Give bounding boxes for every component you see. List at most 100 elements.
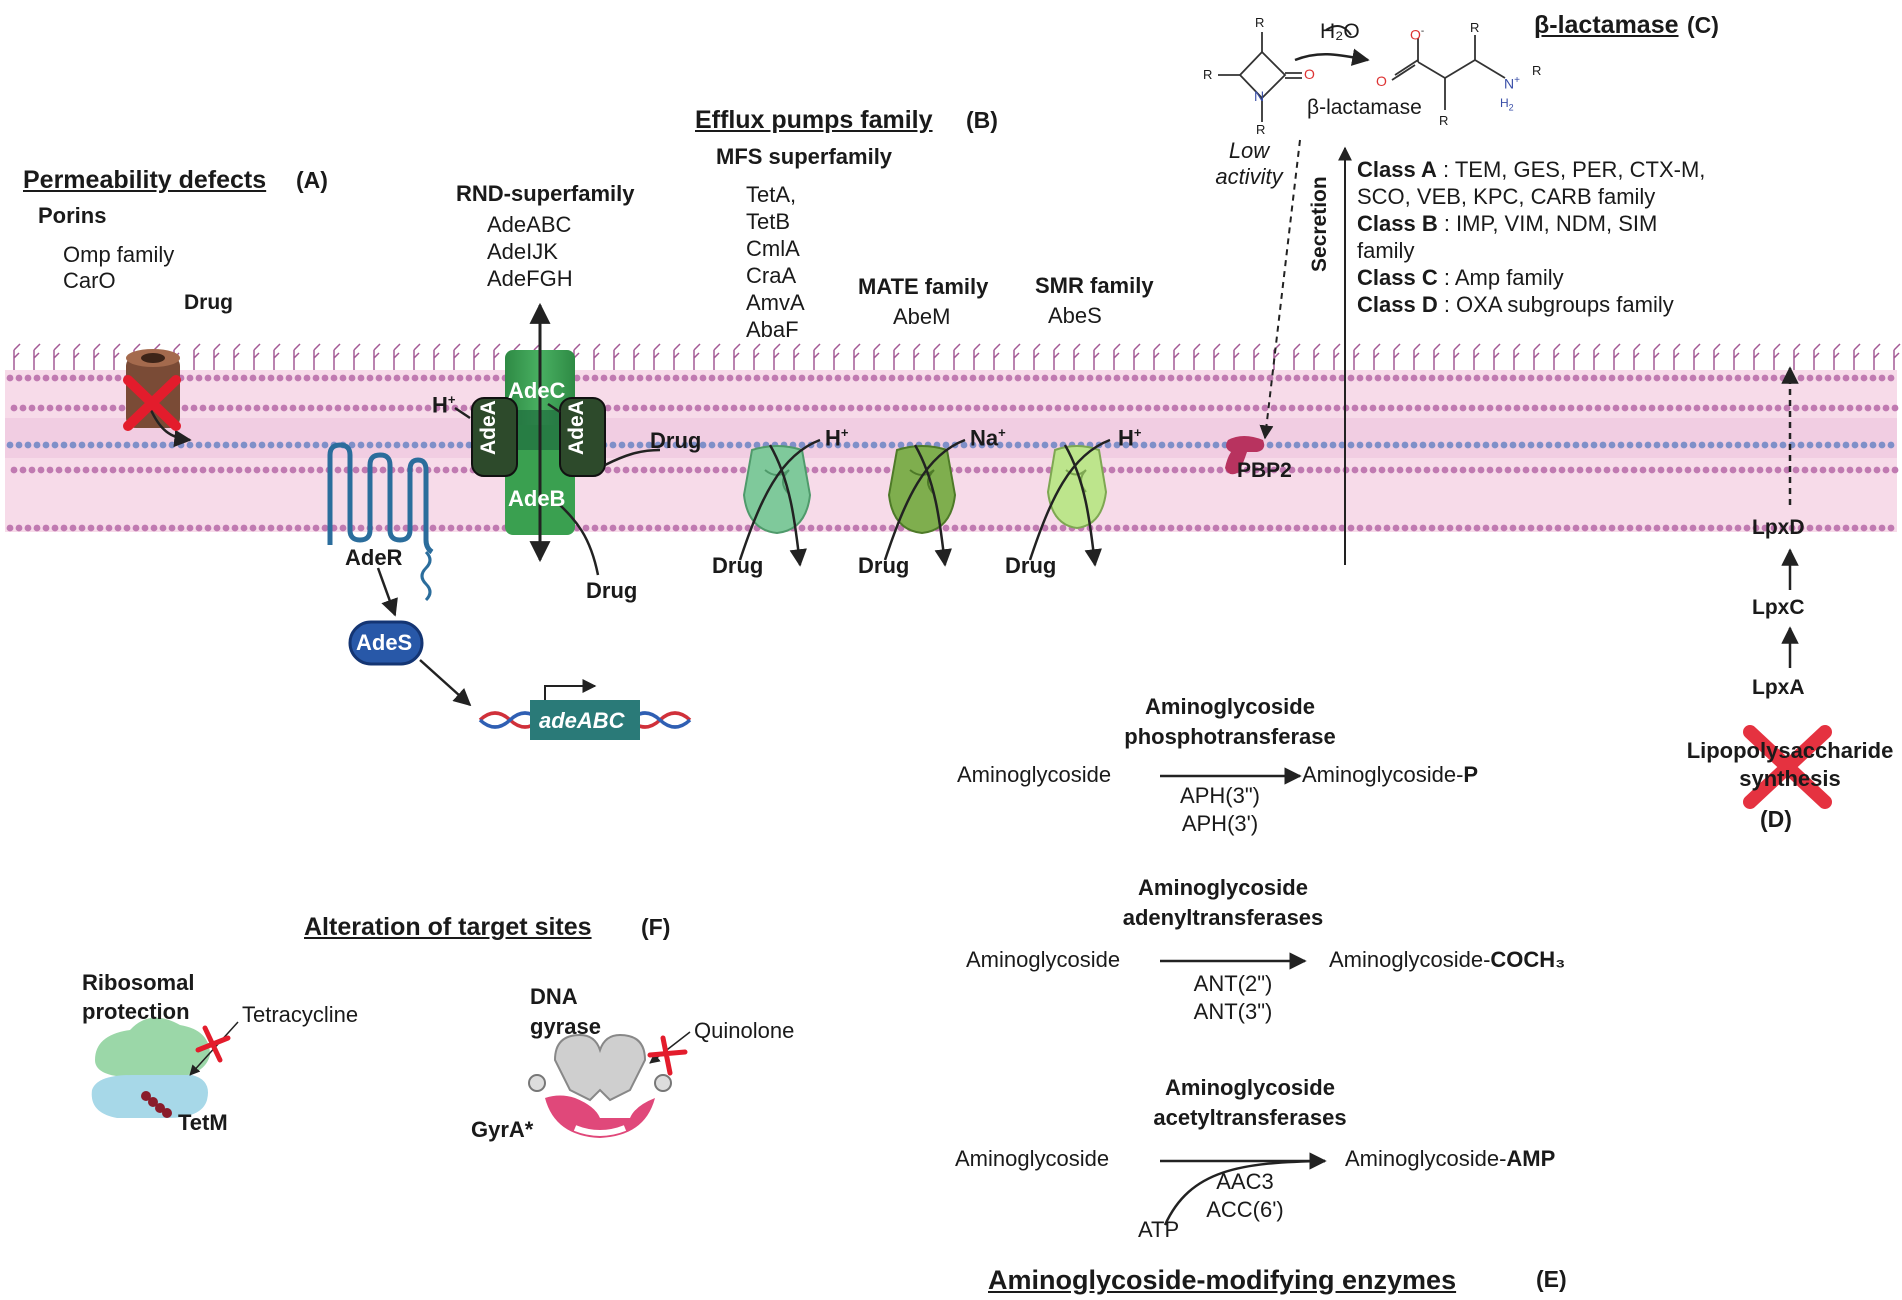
lipid-head <box>789 374 797 382</box>
lipid-head <box>1482 524 1490 532</box>
lipid-head <box>1585 404 1593 412</box>
lipid-head <box>375 441 383 449</box>
lps-chain <box>753 343 761 370</box>
lps-chain <box>1253 343 1261 370</box>
lipid-head <box>969 441 977 449</box>
lipid-head <box>1311 441 1319 449</box>
lipid-head <box>352 404 360 412</box>
lipid-head <box>1302 374 1310 382</box>
atom-n: N <box>1254 88 1265 104</box>
lipid-head <box>253 466 261 474</box>
lipid-head <box>1117 404 1125 412</box>
lps-chain <box>1633 343 1641 370</box>
lipid-head <box>1446 524 1454 532</box>
lipid-head <box>1675 466 1683 474</box>
lipid-head <box>217 404 225 412</box>
lipid-head <box>1666 404 1674 412</box>
lipid-head <box>915 374 923 382</box>
lipid-head <box>1333 404 1341 412</box>
lipid-head <box>1072 404 1080 412</box>
lps-chain <box>253 343 261 370</box>
lipid-head <box>1707 524 1715 532</box>
lipid-head <box>753 374 761 382</box>
lipid-head <box>420 374 428 382</box>
lipid-head <box>1558 466 1566 474</box>
lipid-head <box>357 524 365 532</box>
lipid-head <box>1522 404 1530 412</box>
lipid-head <box>51 524 59 532</box>
lipid-head <box>739 466 747 474</box>
lipid-head <box>1792 466 1800 474</box>
lipid-head <box>222 374 230 382</box>
lipid-head <box>856 466 864 474</box>
aph-enzymes: APH(3")APH(3') <box>1180 783 1260 836</box>
lipid-head <box>708 374 716 382</box>
ribosome <box>91 1017 239 1118</box>
tetm-label: TetM <box>178 1110 228 1135</box>
lipid-head <box>631 404 639 412</box>
lipid-head <box>1720 466 1728 474</box>
lipid-head <box>964 466 972 474</box>
lipid-head <box>253 404 261 412</box>
lipid-head <box>276 524 284 532</box>
lipid-head <box>1653 441 1661 449</box>
drug-label-rnd-out: Drug <box>650 428 702 453</box>
adeabc-gene-box <box>530 700 640 740</box>
lipid-head <box>1405 466 1413 474</box>
lipid-head <box>114 524 122 532</box>
lipid-head <box>942 374 950 382</box>
lipid-head <box>1392 524 1400 532</box>
heading-permeability-defects: Permeability defects <box>23 166 267 194</box>
lipid-head <box>150 524 158 532</box>
lipid-head <box>294 441 302 449</box>
lipid-head <box>1698 374 1706 382</box>
lipid-head <box>1081 404 1089 412</box>
lps-chain <box>473 343 481 370</box>
lps-chain <box>1293 343 1301 370</box>
lipid-head <box>1059 374 1067 382</box>
lipid-head <box>622 404 630 412</box>
lipid-head <box>1158 524 1166 532</box>
lipid-head <box>816 374 824 382</box>
lipid-head <box>267 374 275 382</box>
lipid-head <box>1689 524 1697 532</box>
lipid-head <box>1216 466 1224 474</box>
lipid-head <box>636 441 644 449</box>
quinolone-inhibition-cross <box>647 1035 688 1076</box>
lipid-head <box>1437 374 1445 382</box>
lipid-head <box>64 466 72 474</box>
lipid-head <box>879 441 887 449</box>
lipid-head <box>213 374 221 382</box>
lipid-head <box>1459 466 1467 474</box>
lipid-head <box>1689 374 1697 382</box>
lps-chain <box>1893 343 1901 370</box>
mate-item: AbeM <box>893 304 951 329</box>
lipid-head <box>249 524 257 532</box>
lipid-head <box>1671 524 1679 532</box>
lipid-head <box>1707 441 1715 449</box>
lipid-head <box>982 466 990 474</box>
lipid-head <box>1864 404 1872 412</box>
lipid-head <box>1626 441 1634 449</box>
lipid-head <box>834 441 842 449</box>
lipid-head <box>618 524 626 532</box>
lipid-head <box>168 524 176 532</box>
lipid-head <box>1239 524 1247 532</box>
lipid-head <box>960 524 968 532</box>
lipid-head <box>838 404 846 412</box>
lipid-head <box>1302 524 1310 532</box>
lipid-head <box>906 374 914 382</box>
lipid-head <box>1230 524 1238 532</box>
hydrolyzed-product <box>1391 35 1506 110</box>
lipid-head <box>1333 466 1341 474</box>
lipid-head <box>298 404 306 412</box>
lipid-head <box>672 524 680 532</box>
lipid-head <box>690 524 698 532</box>
lipid-head <box>19 466 27 474</box>
lipid-head <box>222 524 230 532</box>
aph-product: Aminoglycoside-P <box>1302 762 1479 787</box>
beta-lactamase-enzyme-label: β-lactamase <box>1307 96 1422 119</box>
lipid-head <box>1779 524 1787 532</box>
lipid-head <box>1711 466 1719 474</box>
